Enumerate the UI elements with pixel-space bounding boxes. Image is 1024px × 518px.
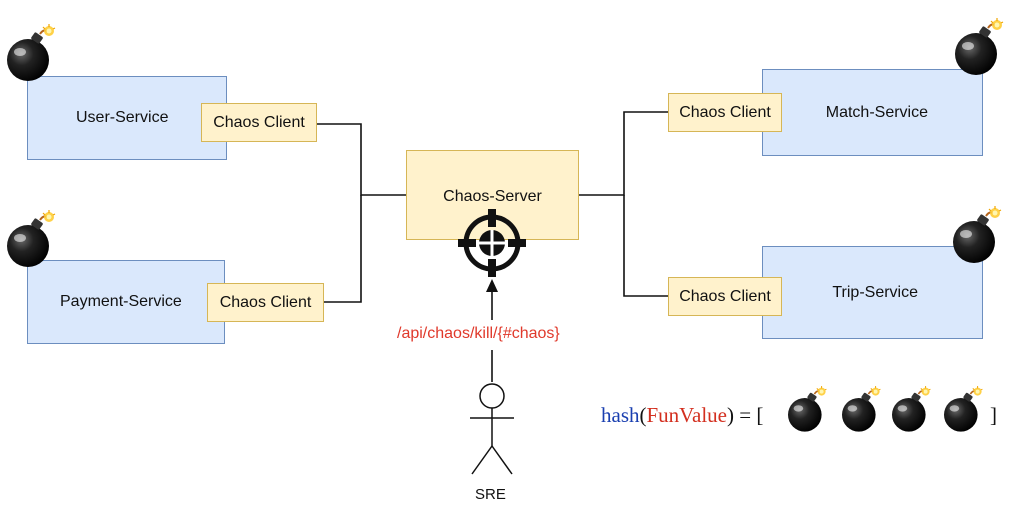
formula-close-eq: ) = [ <box>727 403 764 427</box>
payment-service-box: Payment-Service <box>27 260 225 344</box>
bomb-icon <box>888 386 936 434</box>
hash-function-name: hash <box>601 403 640 427</box>
connector-trip-client <box>623 195 668 297</box>
match-chaos-client: Chaos Client <box>668 93 782 132</box>
bomb-icon <box>948 206 1008 266</box>
match-service-label: Match-Service <box>825 103 928 121</box>
formula-open-paren: ( <box>639 403 647 427</box>
target-crosshair-icon <box>458 209 526 277</box>
bomb-icon <box>2 24 62 84</box>
payment-service-label: Payment-Service <box>60 293 182 310</box>
user-service-label: User-Service <box>76 109 169 126</box>
connector-payment-client <box>324 195 362 303</box>
trip-chaos-client: Chaos Client <box>668 277 782 316</box>
payment-chaos-client: Chaos Client <box>207 283 324 322</box>
connector-match-client <box>579 111 668 196</box>
trip-service-label: Trip-Service <box>832 283 918 301</box>
bomb-icon <box>838 386 886 434</box>
sre-actor-label: SRE <box>475 486 506 503</box>
stick-figure-icon <box>470 383 514 475</box>
bomb-icon <box>950 18 1010 78</box>
user-chaos-client: Chaos Client <box>201 103 317 142</box>
chaos-client-label: Chaos Client <box>679 103 771 121</box>
bomb-icon <box>784 386 832 434</box>
match-service-box: Match-Service <box>762 69 983 156</box>
chaos-client-label: Chaos Client <box>219 293 312 311</box>
bomb-icon <box>2 210 62 270</box>
connector-user-client <box>316 123 406 196</box>
chaos-client-label: Chaos Client <box>213 113 305 131</box>
chaos-client-label: Chaos Client <box>679 287 771 305</box>
trip-service-box: Trip-Service <box>762 246 983 339</box>
chaos-server-label: Chaos-Server <box>443 188 542 205</box>
arrow-head <box>486 279 498 292</box>
user-service-box: User-Service <box>27 76 227 160</box>
funvalue-arg: FunValue <box>646 403 728 427</box>
bomb-icon <box>940 386 988 434</box>
formula-close-bracket: ] <box>990 403 997 427</box>
hash-formula: hash(FunValue) = [ <box>601 403 763 428</box>
api-endpoint-label: /api/chaos/kill/{#chaos} <box>397 325 560 342</box>
